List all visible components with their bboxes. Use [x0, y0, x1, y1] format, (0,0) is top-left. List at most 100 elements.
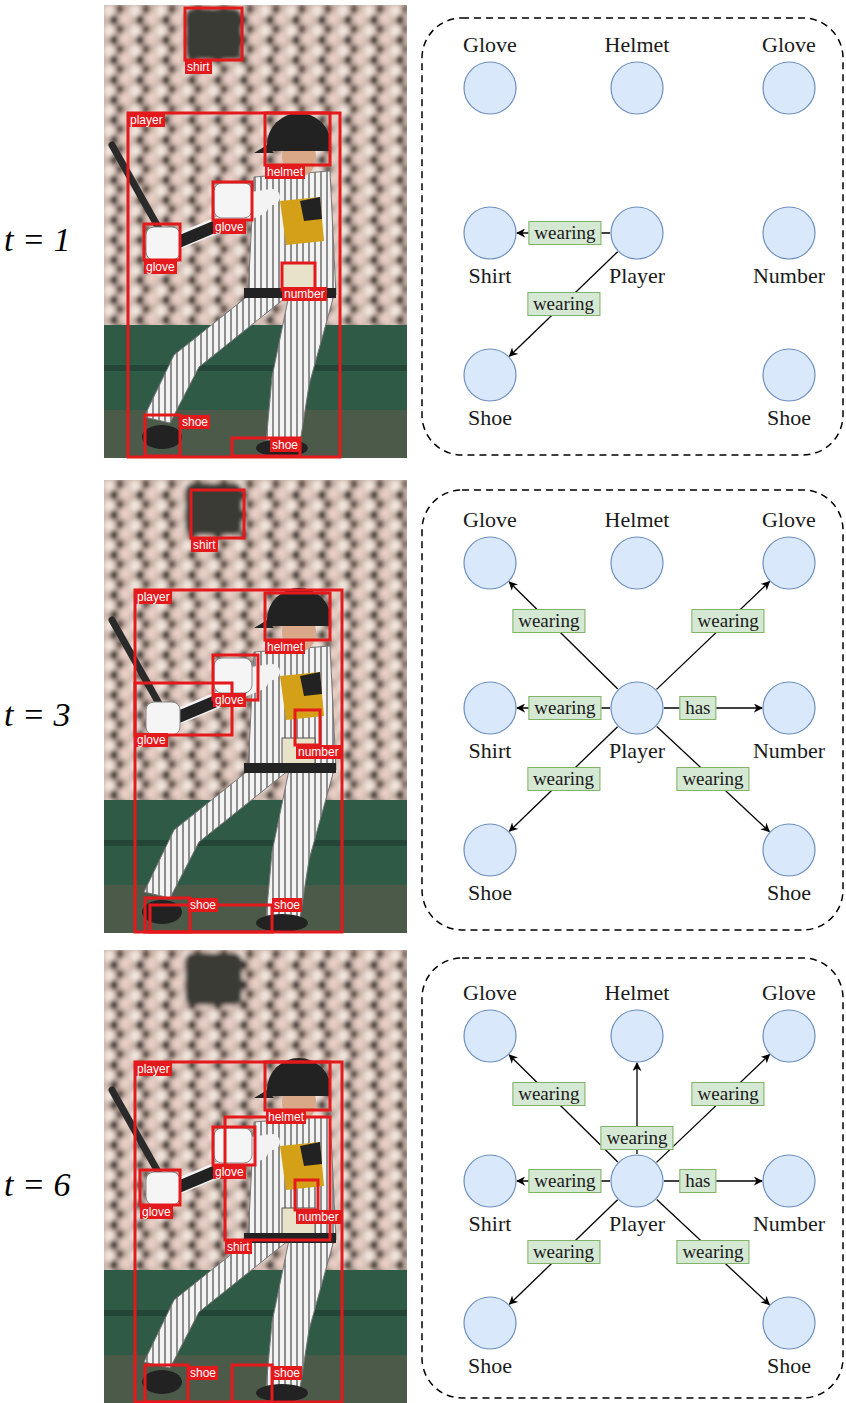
relation-label: wearing: [692, 609, 765, 633]
object-node: Helmet: [610, 61, 664, 115]
object-node: Shirt: [463, 206, 517, 260]
node-label: Player: [607, 739, 667, 763]
box-tag: shirt: [185, 60, 212, 74]
photo: [104, 480, 407, 933]
object-node: Number: [762, 681, 816, 735]
graph-frame: [422, 18, 843, 455]
bounding-box: [135, 590, 342, 932]
relation-arrow: [657, 582, 770, 690]
node-label: Glove: [461, 33, 519, 57]
bounding-box: [213, 182, 252, 220]
node-label: Number: [751, 739, 827, 763]
box-tag: number: [282, 287, 327, 301]
node-circle: [610, 536, 664, 590]
box-tag: shoe: [188, 1366, 218, 1380]
bounding-box: [145, 415, 180, 456]
object-node: Glove: [762, 1009, 816, 1063]
bounding-box: [128, 113, 340, 457]
box-tag: shirt: [191, 538, 218, 552]
object-node: Helmet: [610, 536, 664, 590]
relation-arrow: [509, 1200, 617, 1304]
object-node: Glove: [463, 536, 517, 590]
box-tag: glove: [140, 1205, 173, 1219]
bounding-box: [232, 1365, 272, 1402]
box-tag: player: [128, 113, 165, 127]
object-node: Glove: [762, 61, 816, 115]
node-circle: [762, 206, 816, 260]
box-tag: glove: [213, 1165, 246, 1179]
node-label: Glove: [760, 33, 818, 57]
node-circle: [610, 681, 664, 735]
node-circle: [762, 1154, 816, 1208]
node-label: Glove: [760, 508, 818, 532]
box-tag: number: [296, 1210, 341, 1224]
bounding-box: [213, 1127, 255, 1165]
relation-label: has: [679, 1169, 716, 1193]
box-tag: shoe: [272, 898, 302, 912]
relation-label: wearing: [528, 221, 601, 245]
box-tag: shoe: [272, 1366, 302, 1380]
node-circle: [463, 536, 517, 590]
node-label: Helmet: [603, 33, 672, 57]
object-node: Shoe: [762, 348, 816, 402]
object-node: Glove: [762, 536, 816, 590]
box-tag: shoe: [188, 898, 218, 912]
bounding-box: [265, 1062, 330, 1110]
bounding-box: [295, 710, 320, 745]
node-label: Shoe: [765, 406, 813, 430]
node-label: Number: [751, 1212, 827, 1236]
box-tag: number: [296, 745, 341, 759]
bounding-box: [265, 593, 330, 640]
relation-label: wearing: [527, 1240, 600, 1264]
time-step-label: t = 1: [4, 220, 70, 260]
photo: [104, 5, 407, 458]
bounding-box: [140, 1170, 180, 1205]
time-step-label: t = 6: [4, 1165, 70, 1205]
node-label: Glove: [760, 981, 818, 1005]
node-circle: [463, 1154, 517, 1208]
node-circle: [762, 823, 816, 877]
node-label: Glove: [461, 981, 519, 1005]
node-label: Shoe: [466, 881, 514, 905]
box-tag: glove: [144, 260, 177, 274]
photo: [104, 950, 407, 1403]
relation-label: wearing: [527, 292, 600, 316]
node-label: Shoe: [765, 1354, 813, 1378]
relation-label: wearing: [512, 1082, 585, 1106]
bounding-box: [135, 1062, 342, 1402]
object-node: Shoe: [463, 823, 517, 877]
bounding-box: [282, 263, 315, 290]
node-circle: [762, 61, 816, 115]
bounding-box: [145, 1365, 188, 1402]
box-tag: helmet: [266, 1110, 306, 1124]
time-step-label: t = 3: [4, 695, 70, 735]
object-node: Shirt: [463, 1154, 517, 1208]
node-circle: [762, 536, 816, 590]
relation-label: wearing: [527, 767, 600, 791]
node-circle: [610, 1009, 664, 1063]
node-circle: [463, 61, 517, 115]
object-node: Shoe: [762, 823, 816, 877]
node-circle: [463, 681, 517, 735]
box-tag: player: [135, 590, 172, 604]
relation-label: wearing: [600, 1126, 673, 1150]
bounding-box: [144, 224, 180, 260]
box-tag: glove: [213, 220, 246, 234]
node-circle: [463, 1296, 517, 1350]
object-node: Number: [762, 1154, 816, 1208]
bounding-box: [135, 683, 232, 735]
box-tag: helmet: [265, 640, 305, 654]
node-circle: [463, 348, 517, 402]
graph-frame: [422, 958, 843, 1398]
node-circle: [463, 1009, 517, 1063]
relation-arrow: [509, 727, 617, 831]
relation-label: wearing: [676, 767, 749, 791]
object-node: Player: [610, 1154, 664, 1208]
object-node: Number: [762, 206, 816, 260]
box-tag: glove: [135, 733, 168, 747]
box-tag: player: [135, 1062, 172, 1076]
box-tag: helmet: [265, 165, 305, 179]
object-node: Shoe: [762, 1296, 816, 1350]
